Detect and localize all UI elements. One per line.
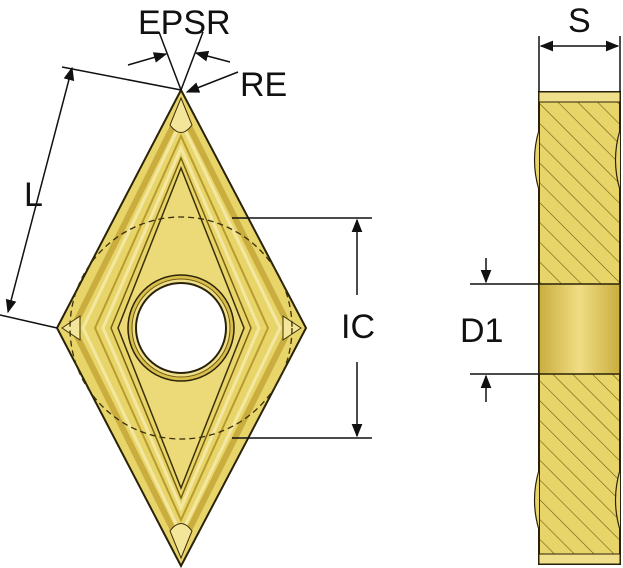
l-extension-top (61, 66, 182, 91)
ic-label: IC (341, 308, 375, 346)
side-notch-bottom-left (533, 469, 540, 531)
l-extension-bottom (0, 314, 58, 329)
re-leader (185, 71, 239, 93)
front-view-dimensions (0, 31, 372, 439)
insert-side-view (533, 91, 621, 565)
side-notch-top-right (614, 129, 621, 191)
l-label: L (24, 176, 43, 214)
epsr-right-leader (194, 50, 231, 63)
epsr-left-edge (158, 31, 182, 91)
side-bore (538, 283, 621, 375)
epsr-right-edge (180, 31, 204, 91)
side-view-dimensions (470, 36, 621, 402)
epsr-label: EPSR (138, 4, 231, 42)
epsr-left-leader (127, 52, 168, 66)
side-notch-bottom-right (614, 469, 621, 531)
left-corner-pad (61, 315, 81, 341)
center-hole (135, 282, 227, 374)
re-label: RE (240, 66, 287, 104)
side-notch-top-left (533, 129, 540, 191)
side-top-land (538, 91, 621, 103)
insert-front-view (55, 87, 308, 568)
bottom-corner-pad (169, 523, 193, 560)
l-dimension-line (5, 66, 75, 314)
s-label: S (568, 2, 591, 40)
d1-label: D1 (460, 312, 503, 350)
side-bottom-land (538, 553, 621, 565)
top-corner-pad (169, 96, 193, 133)
inscribed-circle (69, 216, 293, 440)
